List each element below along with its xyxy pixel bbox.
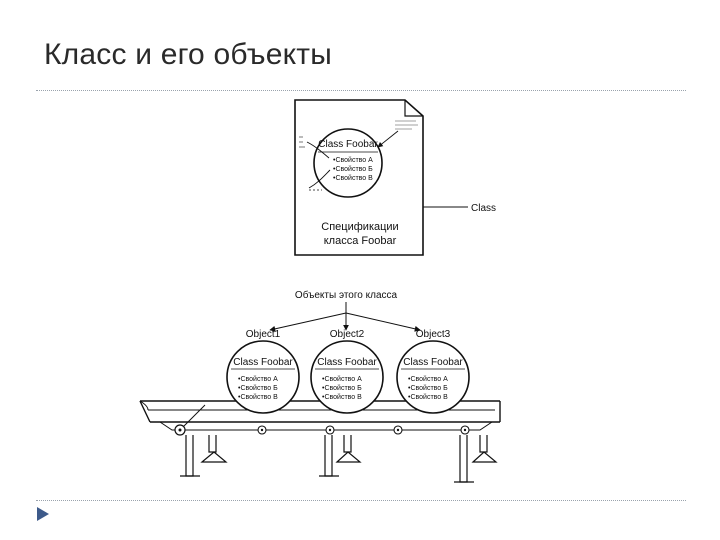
object-heading: Class Foobar [317,357,377,368]
object-label: Object2 [330,329,365,340]
object-property: •Свойство В [408,393,448,401]
conveyor-leg [180,435,200,477]
document-margin-marks-icon [299,136,305,148]
object-property: •Свойство Б [322,384,362,392]
object-heading: Class Foobar [233,357,293,368]
document-spec-line1: Спецификации [321,221,398,233]
document-property: •Свойство В [333,174,373,182]
object-instance: Object1 Class Foobar •Свойство А •Свойст… [226,329,300,414]
conveyor-roller-icon [393,425,403,435]
conveyor-belt [139,400,501,483]
class-callout-label: Class [471,203,496,214]
conveyor-leg [454,435,474,483]
object-instance: Object2 Class Foobar •Свойство А •Свойст… [310,329,384,414]
conveyor-leg [200,435,228,463]
class-spec-document: Class Foobar •Свойство А •Свойство Б •Св… [294,99,424,256]
conveyor-leg [335,435,362,463]
object-circle [310,340,384,414]
object-label: Object1 [246,329,281,340]
conveyor-leg [319,435,339,477]
object-property: •Свойство В [238,393,278,401]
object-property: •Свойство Б [238,384,278,392]
object-circle [226,340,300,414]
document-class-heading: Class Foobar [318,139,378,150]
object-label: Object3 [416,329,451,340]
footer-divider [36,500,686,501]
conveyor-roller-icon [325,425,335,435]
conveyor-roller-icon [460,425,470,435]
object-property: •Свойство А [408,375,448,383]
document-class-circle [313,128,383,198]
title-divider [36,90,686,91]
document-property: •Свойство Б [333,165,373,173]
document-scribble-icon [395,120,418,130]
object-property: •Свойство Б [408,384,448,392]
object-instance: Object3 Class Foobar •Свойство А •Свойст… [396,329,470,414]
bullet-arrow-icon [37,507,49,521]
conveyor-roller-icon [257,425,267,435]
object-circle [396,340,470,414]
conveyor-leg [471,435,498,463]
document-property: •Свойство А [333,156,373,164]
objects-caption: Объекты этого класса [295,289,398,301]
conveyor-roller-icon [174,424,186,436]
object-heading: Class Foobar [403,357,463,368]
object-property: •Свойство А [322,375,362,383]
slide-title: Класс и его объекты [44,38,332,71]
object-property: •Свойство А [238,375,278,383]
object-property: •Свойство В [322,393,362,401]
document-spec-line2: класса Foobar [324,235,397,247]
